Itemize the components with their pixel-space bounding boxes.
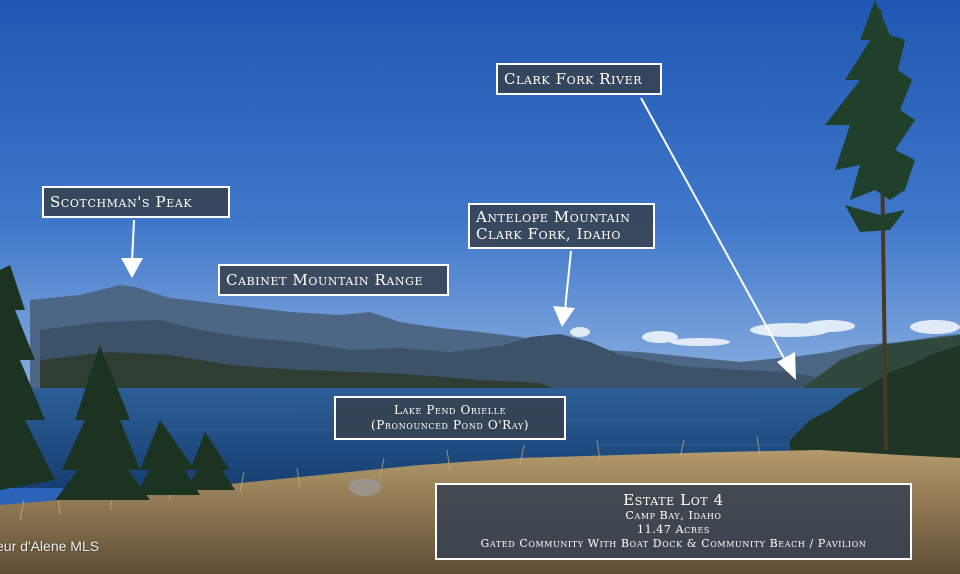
lake-line2-text: (Pronounced Pond O'Ray): [370, 418, 530, 432]
label-antelope-mountain: Antelope Mountain Clark Fork, Idaho: [468, 203, 655, 249]
antelope-line2-text: Clark Fork, Idaho: [476, 225, 621, 243]
tall-pine: [825, 0, 915, 451]
estate-acreage: 11.47 Acres: [637, 523, 710, 536]
mls-watermark: eur d'Alene MLS: [0, 538, 100, 554]
left-conifers: [0, 265, 235, 500]
scotchmans-peak-text: Scotchman's Peak: [50, 193, 193, 211]
antelope-line1-text: Antelope Mountain: [476, 208, 631, 226]
estate-title: Estate Lot 4: [623, 491, 724, 509]
rock: [349, 478, 381, 496]
label-lake-pend-orielle: Lake Pend Orielle (Pronounced Pond O'Ray…: [334, 396, 566, 440]
clark-fork-text: Clark Fork River: [504, 70, 643, 88]
forested-hills: [40, 352, 560, 392]
label-clark-fork-river: Clark Fork River: [496, 63, 662, 95]
estate-info-box: Estate Lot 4 Camp Bay, Idaho 11.47 Acres…: [435, 483, 912, 560]
estate-location: Camp Bay, Idaho: [625, 509, 722, 522]
label-cabinet-mountain-range: Cabinet Mountain Range: [218, 264, 449, 296]
estate-amenities: Gated Community With Boat Dock & Communi…: [480, 537, 867, 550]
lake-line1-text: Lake Pend Orielle: [393, 403, 507, 417]
label-scotchmans-peak: Scotchman's Peak: [42, 186, 230, 218]
right-treeline: [790, 345, 960, 470]
cabinet-range-text: Cabinet Mountain Range: [226, 271, 424, 289]
